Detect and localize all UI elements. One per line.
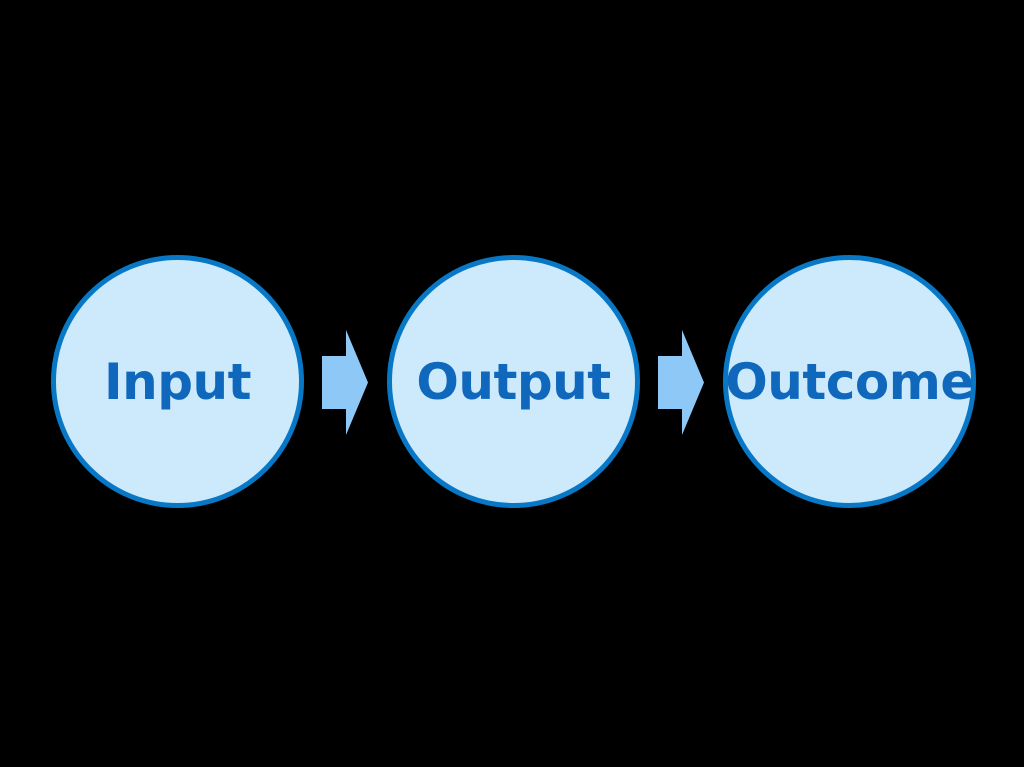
node-input[interactable]: Input (51, 255, 304, 508)
node-outcome[interactable]: Outcome (723, 255, 976, 508)
block-arrow-right-icon (658, 330, 704, 435)
block-arrow-right-icon (322, 330, 368, 435)
node-output[interactable]: Output (387, 255, 640, 508)
node-outcome-label: Outcome (725, 352, 974, 411)
node-output-label: Output (416, 352, 611, 411)
node-input-label: Input (104, 352, 252, 411)
